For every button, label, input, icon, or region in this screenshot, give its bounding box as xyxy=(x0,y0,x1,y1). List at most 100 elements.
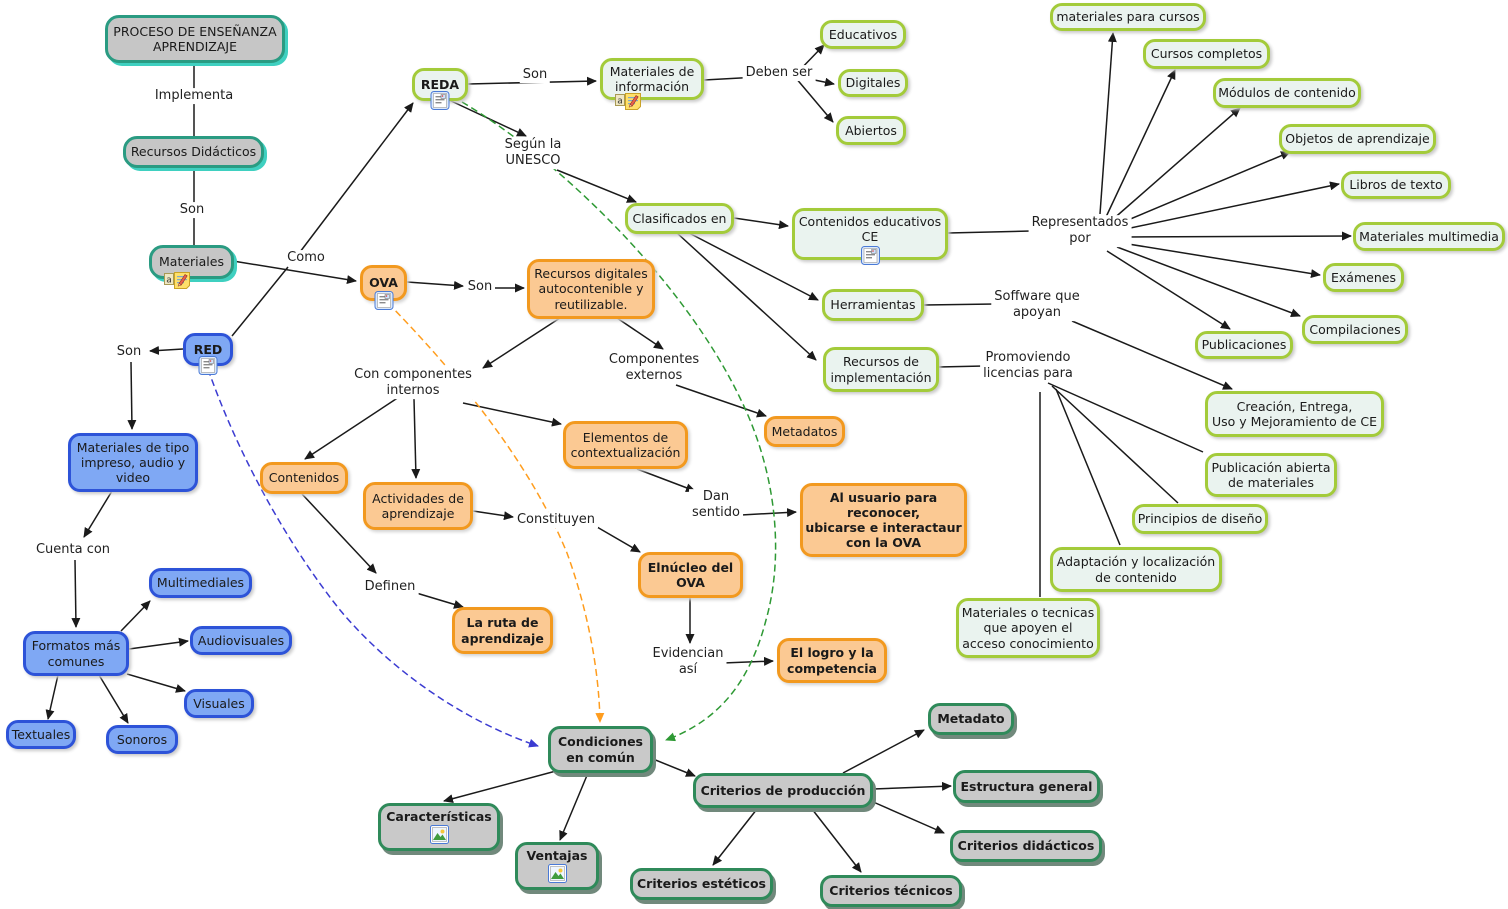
edge-label-definen[interactable]: Definen xyxy=(361,579,419,595)
node-red[interactable]: RED xyxy=(183,333,233,375)
document-icon[interactable] xyxy=(430,91,450,110)
node-educativos[interactable]: Educativos xyxy=(820,20,906,49)
link-line xyxy=(149,345,184,355)
node-herramientas[interactable]: Herramientas xyxy=(822,289,924,321)
node-label: Publicaciones xyxy=(1201,337,1287,353)
node-criterios-didacticos[interactable]: Criterios didácticos xyxy=(950,830,1102,862)
node-label: Recursos Didácticos xyxy=(130,144,257,160)
node-la-ruta-aprendizaje[interactable]: La ruta de aprendizaje xyxy=(452,607,553,654)
node-criterios-tecnicos[interactable]: Criterios técnicos xyxy=(820,875,962,907)
node-label: Materiales multimedia xyxy=(1359,228,1499,244)
node-metadato[interactable]: Metadato xyxy=(928,703,1014,735)
node-principios-diseno[interactable]: Principios de diseño xyxy=(1132,504,1268,534)
node-elnucleo-ova[interactable]: Elnúcleo del OVA xyxy=(638,552,743,598)
node-metadatos[interactable]: Metadatos xyxy=(764,416,845,447)
document-icon[interactable] xyxy=(860,245,880,265)
node-objetos-aprendizaje[interactable]: Objetos de aprendizaje xyxy=(1279,124,1436,154)
node-al-usuario[interactable]: Al usuario para reconocer, ubicarse e in… xyxy=(800,483,967,557)
node-label: Materiales o tecnicas que apoyen el acce… xyxy=(961,605,1095,651)
node-publicacion-abierta[interactable]: Publicación abierta de materiales xyxy=(1205,453,1337,497)
node-materiales-multimedia[interactable]: Materiales multimedia xyxy=(1353,222,1505,251)
link-line xyxy=(1110,107,1241,222)
dashed-link-line xyxy=(461,101,777,742)
node-recursos-digitales[interactable]: Recursos digitales autocontenible y reut… xyxy=(527,259,655,319)
annotation-icon[interactable]: a xyxy=(615,91,642,110)
edge-label-son-materiales[interactable]: Son xyxy=(176,202,208,218)
node-label: Publicación abierta de materiales xyxy=(1211,459,1331,490)
link-line xyxy=(98,674,129,724)
link-line xyxy=(120,600,151,632)
link-line xyxy=(472,510,514,521)
node-materiales-para-cursos[interactable]: materiales para cursos xyxy=(1050,3,1206,31)
node-label: Formatos más comunes xyxy=(31,638,121,669)
edge-label-software-apoyan[interactable]: Soffware que apoyan xyxy=(991,289,1083,321)
node-abiertos[interactable]: Abiertos xyxy=(836,116,906,145)
link-line xyxy=(448,99,527,137)
link-line xyxy=(937,365,985,368)
document-icon[interactable] xyxy=(198,356,218,375)
node-creacion-entrega[interactable]: Creación, Entrega, Uso y Mejoramiento de… xyxy=(1205,391,1384,437)
node-multimediales[interactable]: Multimediales xyxy=(149,568,252,598)
node-libros-texto[interactable]: Libros de texto xyxy=(1341,171,1451,199)
node-textuales[interactable]: Textuales xyxy=(6,720,76,749)
link-line xyxy=(1055,388,1121,546)
node-audiovisuales[interactable]: Audiovisuales xyxy=(190,626,292,655)
edge-label-constituyen[interactable]: Constituyen xyxy=(513,512,599,528)
node-clasificados-en[interactable]: Clasificados en xyxy=(625,203,734,234)
node-formatos-comunes[interactable]: Formatos más comunes xyxy=(23,631,129,676)
edge-label-segun-unesco[interactable]: Según la UNESCO xyxy=(501,137,565,169)
node-cursos-completos[interactable]: Cursos completos xyxy=(1143,39,1270,69)
document-icon[interactable] xyxy=(374,291,393,310)
edge-label-promoviendo-licencias[interactable]: Promoviendo licencias para xyxy=(980,350,1076,382)
edge-label-cuenta-con[interactable]: Cuenta con xyxy=(32,542,114,558)
node-label: Educativos xyxy=(828,26,898,42)
edge-label-son-ova[interactable]: Son xyxy=(464,279,496,295)
edge-label-son-reda[interactable]: Son xyxy=(519,67,551,83)
node-sonoros[interactable]: Sonoros xyxy=(106,725,178,754)
node-recursos-didacticos[interactable]: Recursos Didácticos xyxy=(123,136,264,168)
node-reda[interactable]: REDA xyxy=(412,68,468,110)
edge-label-evidencian-asi[interactable]: Evidencian así xyxy=(649,646,727,678)
node-ventajas[interactable]: Ventajas xyxy=(515,842,599,890)
image-icon[interactable] xyxy=(429,825,449,845)
edge-label-con-componentes-internos[interactable]: Con componentes internos xyxy=(351,367,475,399)
node-actividades-aprendizaje[interactable]: Actividades de aprendizaje xyxy=(363,482,473,530)
node-proceso-ensenanza[interactable]: PROCESO DE ENSEÑANZA APRENDIZAJE xyxy=(105,15,285,63)
node-ova[interactable]: OVA xyxy=(360,265,407,310)
edge-label-como[interactable]: Como xyxy=(284,250,328,266)
node-criterios-esteticos[interactable]: Criterios estéticos xyxy=(630,868,773,900)
node-recursos-implementacion[interactable]: Recursos de implementación xyxy=(823,347,939,392)
edge-label-componentes-externos[interactable]: Componentes externos xyxy=(605,352,703,384)
link-line xyxy=(443,770,557,804)
node-label: Elementos de contextualización xyxy=(570,429,681,460)
node-estructura-general[interactable]: Estructura general xyxy=(953,770,1100,803)
node-contenidos[interactable]: Contenidos xyxy=(260,462,348,494)
edge-label-implementa[interactable]: Implementa xyxy=(151,88,237,104)
node-examenes[interactable]: Exámenes xyxy=(1323,263,1404,292)
dashed-link-line xyxy=(207,368,539,748)
edge-label-deben-ser[interactable]: Deben ser xyxy=(742,65,816,81)
node-criterios-produccion[interactable]: Criterios de producción xyxy=(693,773,873,808)
node-caracteristicas[interactable]: Características xyxy=(378,803,500,851)
annotation-icon[interactable]: a xyxy=(164,270,191,289)
link-line xyxy=(870,800,945,834)
node-publicaciones[interactable]: Publicaciones xyxy=(1195,331,1293,359)
edge-label-representados-por[interactable]: Representados por xyxy=(1028,215,1132,247)
node-digitales[interactable]: Digitales xyxy=(838,69,908,97)
link-line xyxy=(1127,231,1352,241)
node-modulos-contenido[interactable]: Módulos de contenido xyxy=(1213,78,1361,108)
node-compilaciones[interactable]: Compilaciones xyxy=(1302,315,1408,344)
node-visuales[interactable]: Visuales xyxy=(184,689,254,718)
edge-label-dan-sentido[interactable]: Dan sentido xyxy=(689,489,743,521)
node-elementos-contextualizacion[interactable]: Elementos de contextualización xyxy=(563,421,688,469)
node-materiales-tecnicas[interactable]: Materiales o tecnicas que apoyen el acce… xyxy=(956,598,1100,658)
node-condiciones-comun[interactable]: Condiciones en común xyxy=(548,726,653,773)
node-el-logro[interactable]: El logro y la competencia xyxy=(777,638,887,683)
node-adaptacion-localizacion[interactable]: Adaptación y localización de contenido xyxy=(1050,547,1222,592)
image-icon[interactable] xyxy=(547,864,567,884)
edge-label-son-red[interactable]: Son xyxy=(113,344,145,360)
node-contenidos-educativos-ce[interactable]: Contenidos educativos CE xyxy=(792,208,948,265)
node-materiales-tipo-impreso[interactable]: Materiales de tipo impreso, audio y vide… xyxy=(68,433,198,492)
